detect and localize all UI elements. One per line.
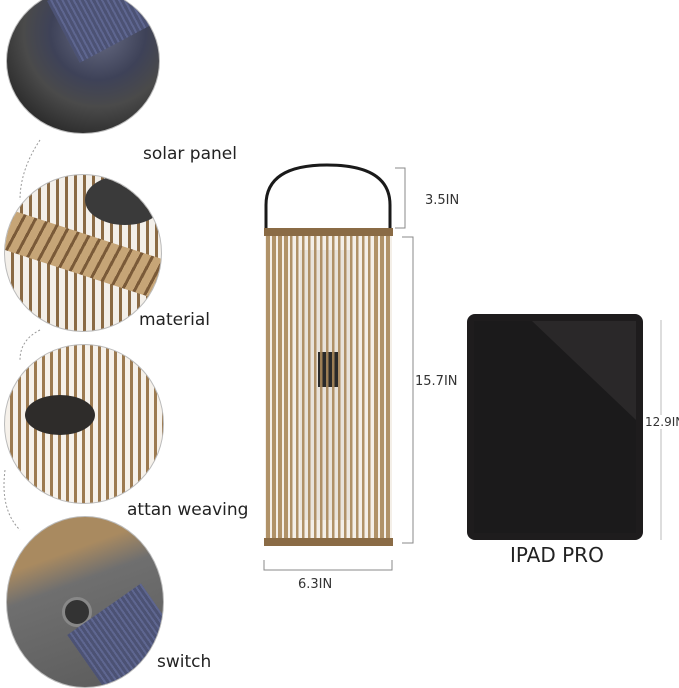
rattan-strand <box>272 232 276 544</box>
rattan-strand <box>290 232 293 544</box>
rattan-strand <box>266 232 270 544</box>
dimension-line-body <box>402 236 414 544</box>
material-closeup <box>4 174 162 332</box>
rattan-strand <box>314 232 317 544</box>
rattan-strand <box>374 232 378 544</box>
ipad-height-label: 12.9IN <box>645 415 679 429</box>
feature-label-solar-panel: solar panel <box>143 144 237 164</box>
lantern-handle <box>264 163 392 230</box>
lantern-bottom-rim <box>264 538 393 546</box>
dimension-line-width <box>263 560 393 571</box>
lantern-body <box>264 228 393 546</box>
dimension-line-handle <box>395 167 406 229</box>
rattan-strand <box>368 232 371 544</box>
switch-closeup <box>6 516 164 688</box>
connector-line <box>19 139 41 201</box>
rattan-strand <box>326 232 329 544</box>
rattan-strand <box>332 232 335 544</box>
rattan-strand <box>380 232 384 544</box>
feature-label-material: material <box>139 310 210 330</box>
solar-panel-closeup <box>6 0 160 134</box>
rattan-strand <box>308 232 311 544</box>
rattan-strand <box>356 232 359 544</box>
width-label: 6.3IN <box>298 577 333 592</box>
rattan-strand <box>338 232 341 544</box>
rattan-strand <box>362 232 365 544</box>
ipad-pro-label: IPAD PRO <box>510 543 604 567</box>
feature-label-switch: switch <box>157 652 212 672</box>
rattan-strand <box>350 232 353 544</box>
rattan-strand <box>386 232 390 544</box>
handle-height-label: 3.5IN <box>425 193 460 208</box>
rattan-weaving-closeup <box>4 344 164 504</box>
lantern-top-rim <box>264 228 393 236</box>
rattan-strand <box>278 232 282 544</box>
rattan-strand <box>320 232 323 544</box>
rattan-strand <box>296 232 299 544</box>
connector-line <box>3 469 21 531</box>
feature-label-rattan-weaving: attan weaving <box>127 500 249 520</box>
rattan-strand <box>344 232 347 544</box>
rattan-strand <box>302 232 305 544</box>
connector-line <box>19 329 41 361</box>
rattan-strand <box>284 232 288 544</box>
body-height-label: 15.7IN <box>415 374 458 389</box>
